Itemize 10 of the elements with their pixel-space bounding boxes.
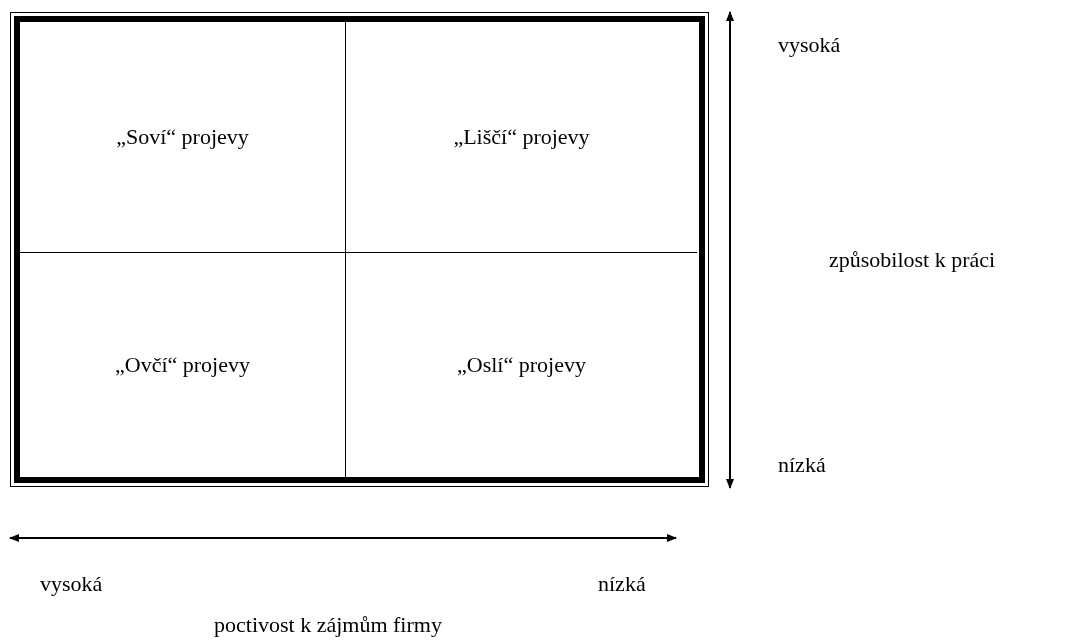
axis-label: nízká (778, 452, 826, 478)
axis-label: vysoká (778, 32, 841, 58)
axis-label: nízká (598, 571, 646, 597)
axis-title: způsobilost k práci (829, 247, 996, 273)
quadrant-cell: „Soví“ projevy (20, 22, 346, 253)
axis-label: vysoká (40, 571, 103, 597)
quadrant-cell: „Ovčí“ projevy (20, 253, 346, 477)
axis-title: poctivost k zájmům firmy (214, 612, 442, 638)
quadrant-cell: „Oslí“ projevy (346, 253, 697, 477)
quadrant-cell: „Liščí“ projevy (346, 22, 697, 253)
